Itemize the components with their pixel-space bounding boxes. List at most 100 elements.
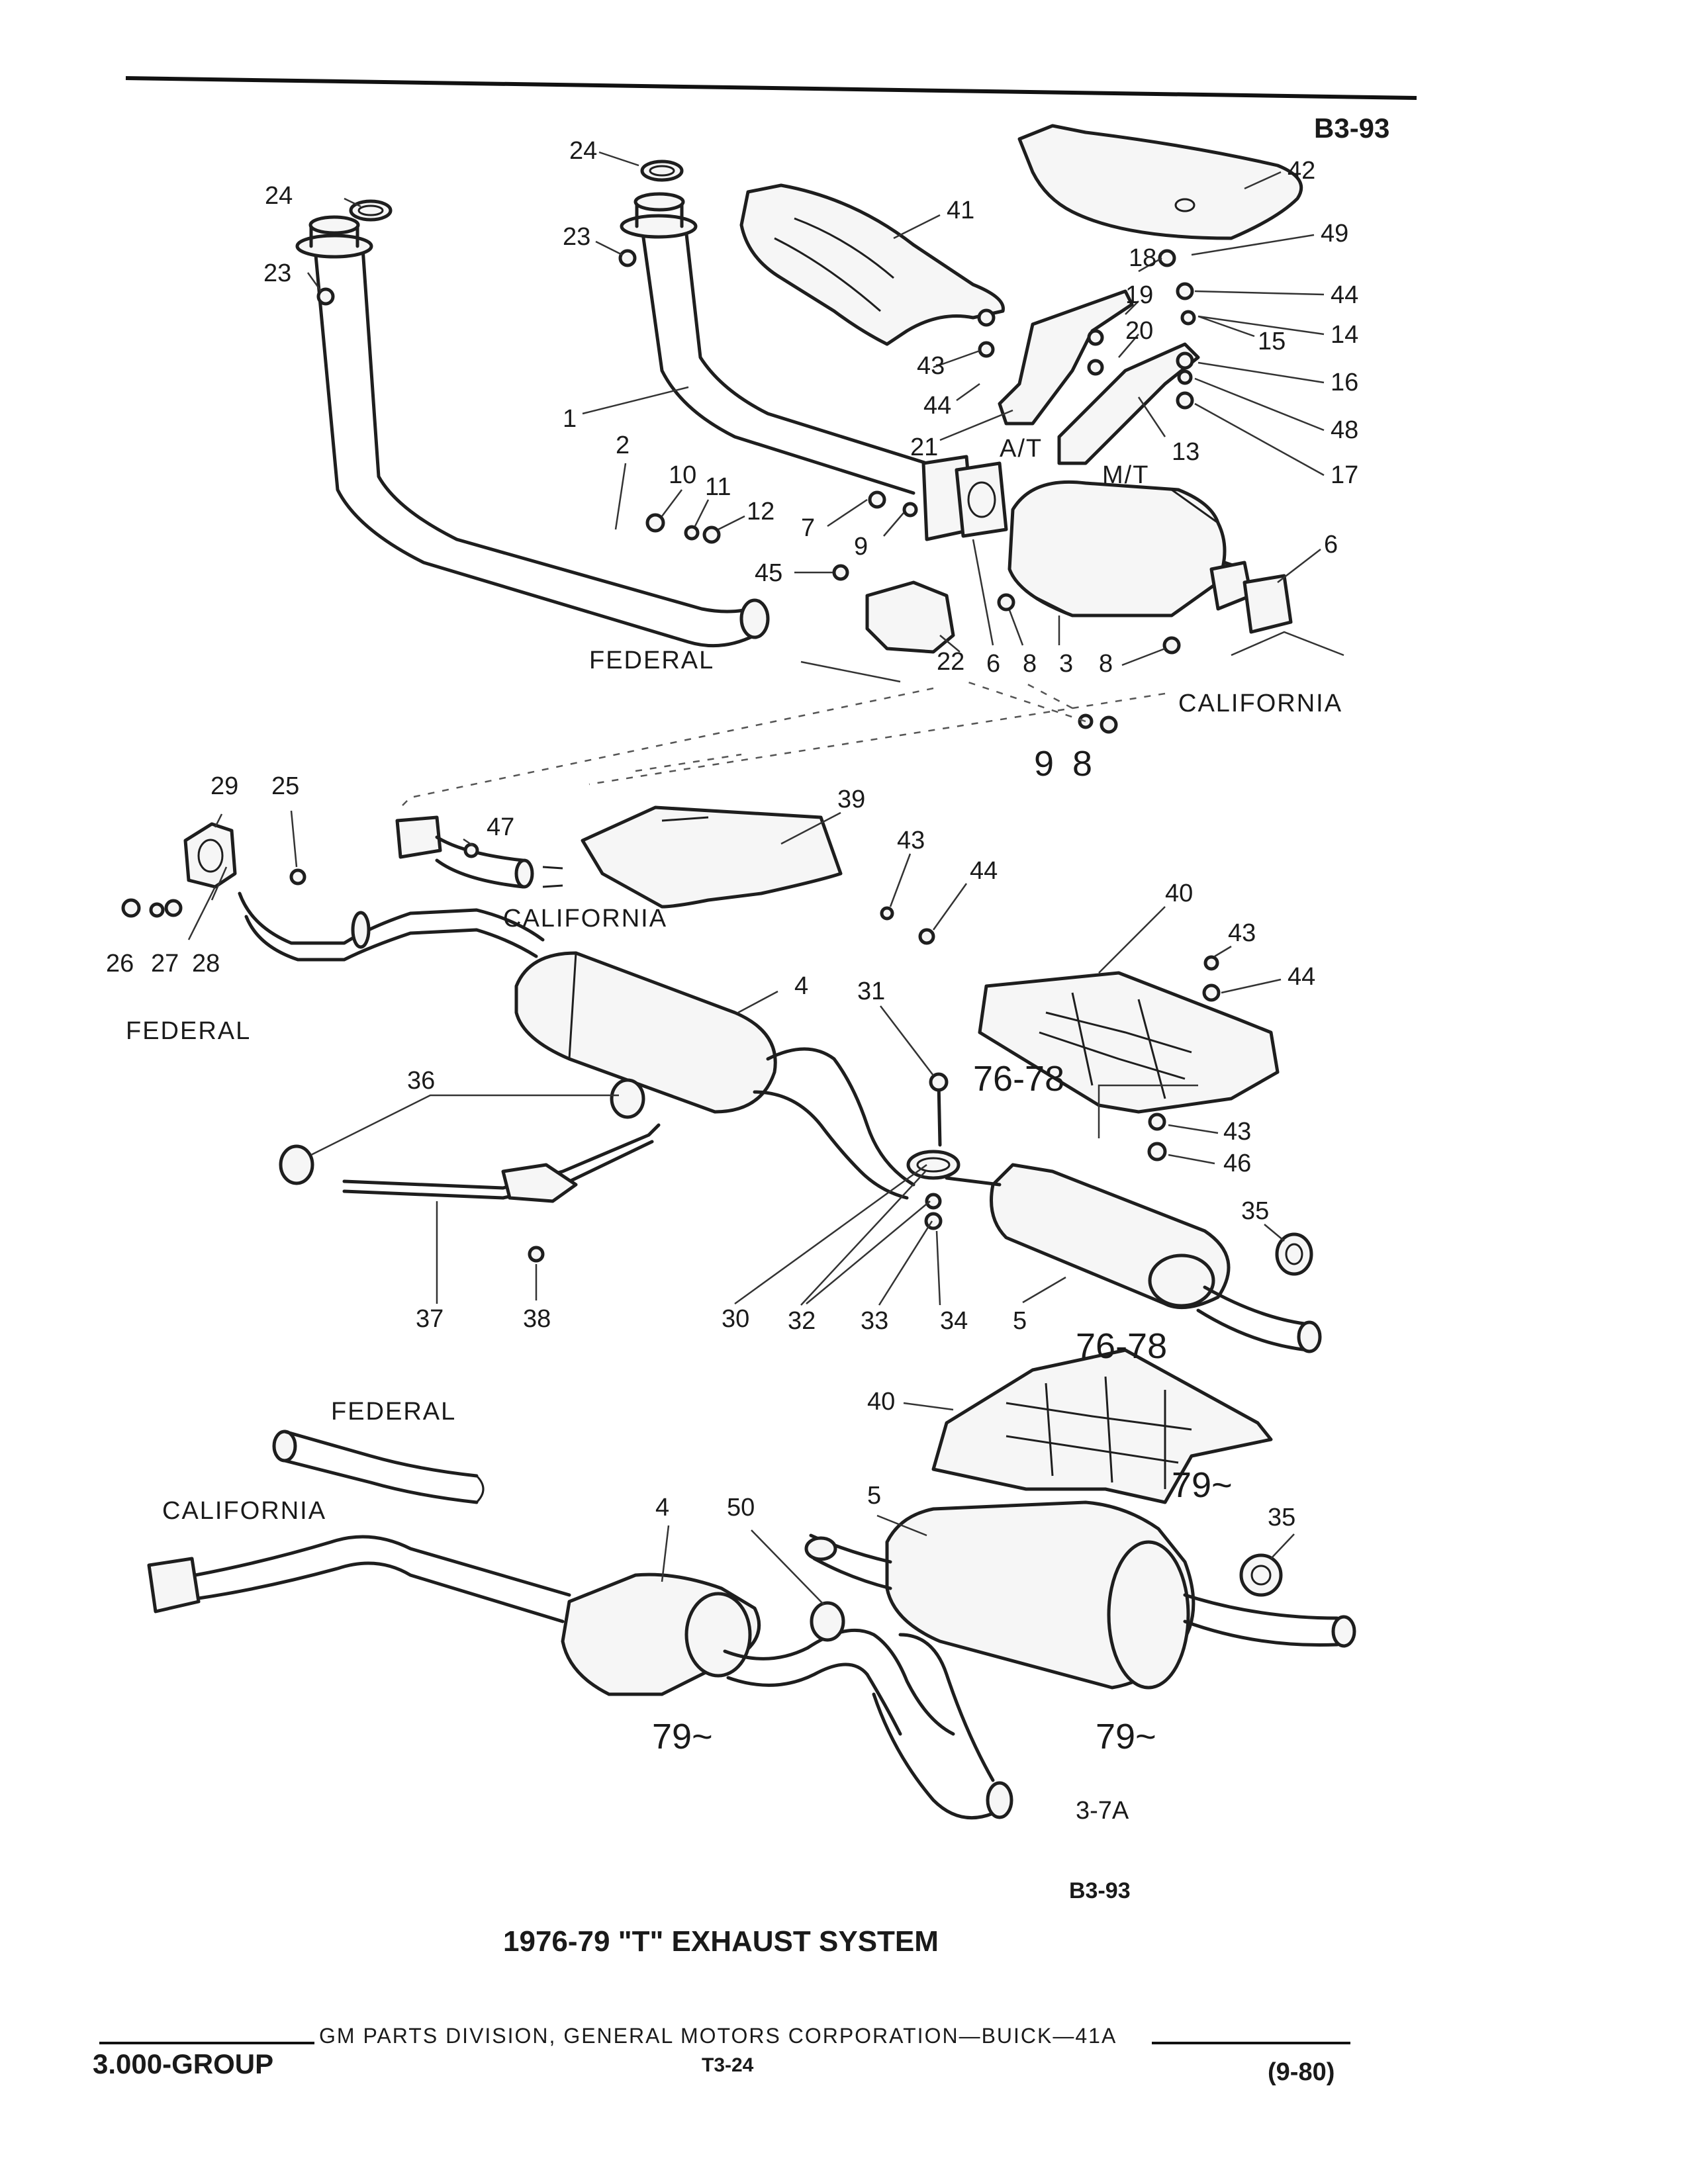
hardware-stack-14-17	[977, 249, 1196, 410]
gasket-6-right	[1243, 574, 1293, 634]
bolt-7	[868, 490, 886, 509]
callout: 44	[1288, 963, 1315, 991]
shield-22	[865, 580, 955, 654]
washer-9	[902, 502, 918, 518]
footer-date: (9-80)	[1268, 2058, 1335, 2086]
callout: 42	[1288, 157, 1315, 185]
callout: 43	[1228, 919, 1256, 947]
callout: 9	[854, 533, 868, 561]
label-california-bottom: CALIFORNIA	[162, 1497, 326, 1525]
flange-plates	[921, 455, 1008, 541]
exhaust-pipe-2	[295, 215, 770, 648]
muffler-5-bottom	[804, 1500, 1356, 1690]
hanger-35-top	[1275, 1232, 1313, 1276]
callout: 49	[1321, 220, 1348, 248]
label-federal-bottom: FEDERAL	[331, 1398, 456, 1426]
callout: 43	[1223, 1118, 1251, 1146]
nut-12	[702, 525, 721, 544]
callout: 33	[861, 1307, 888, 1335]
callout: 79~	[1096, 1717, 1156, 1756]
bolt-38	[528, 1246, 545, 1263]
front-pipe-federal-bottom	[272, 1430, 485, 1504]
label-federal-top: FEDERAL	[589, 647, 714, 674]
callout: 30	[722, 1305, 749, 1333]
washer-43-b	[880, 906, 894, 921]
callout: 3	[1059, 650, 1073, 678]
washer-43-d	[1148, 1113, 1166, 1131]
callout: 25	[271, 772, 299, 800]
front-pipe-federal	[238, 891, 545, 962]
callout: 28	[192, 950, 220, 978]
callout: 9	[1034, 744, 1054, 784]
callout: 10	[669, 461, 696, 489]
bolt-44-c	[918, 928, 935, 945]
callout: 18	[1129, 244, 1156, 272]
callout: 14	[1331, 321, 1358, 349]
callout: 38	[523, 1305, 551, 1333]
gasket-24-right	[640, 159, 684, 182]
footer-rule-left	[99, 2042, 314, 2044]
nut-23-left	[316, 287, 335, 306]
clamp-30	[906, 1072, 961, 1230]
callout: 29	[211, 772, 238, 800]
callout: 6	[986, 650, 1000, 678]
washer-43-c	[1203, 955, 1219, 971]
top-leaders	[306, 151, 1344, 723]
callout: 8	[1099, 650, 1113, 678]
exhaust-pipe-1	[620, 192, 929, 495]
callout: 23	[563, 223, 590, 251]
top-rule	[125, 76, 1417, 100]
callout: 35	[1268, 1504, 1295, 1531]
callout: 43	[917, 352, 945, 380]
callout: 47	[487, 813, 514, 841]
callout: 27	[151, 950, 179, 978]
callout: 7	[801, 514, 815, 542]
callout: 39	[837, 786, 865, 813]
callouts-bottom: 40 79~ 4 50 5 35 79~ 79~	[652, 1388, 1295, 1756]
callout: 13	[1172, 438, 1199, 466]
callout: 35	[1241, 1197, 1269, 1225]
footer-page-code: T3-24	[702, 2054, 754, 2076]
front-pipe-california	[395, 815, 563, 889]
callout: 44	[923, 392, 951, 420]
callout: 5	[867, 1482, 881, 1510]
heat-shield-40-top	[978, 971, 1280, 1114]
footer-group: 3.000-GROUP	[93, 2048, 274, 2079]
callout: 76-78	[973, 1059, 1064, 1099]
callout: 36	[407, 1067, 435, 1095]
bracket-13-mt	[1057, 342, 1200, 465]
label-at: A/T	[1000, 435, 1043, 463]
connection-lines	[397, 687, 1166, 811]
callout: 23	[263, 259, 291, 287]
bracket-21-at	[998, 289, 1134, 426]
label-federal-mid: FEDERAL	[126, 1017, 251, 1045]
callout: 48	[1331, 416, 1358, 444]
callout: 46	[1223, 1150, 1251, 1177]
callout: 37	[416, 1305, 444, 1333]
footer-publisher: GM PARTS DIVISION, GENERAL MOTORS CORPOR…	[319, 2024, 1117, 2048]
spring-28	[164, 899, 183, 917]
label-california-mid: CALIFORNIA	[503, 905, 667, 933]
callout: 45	[755, 559, 782, 587]
callout: 1	[563, 405, 577, 433]
callout: 76-78	[1076, 1326, 1167, 1366]
nut-8-c	[1100, 715, 1118, 734]
callout: 24	[569, 137, 597, 165]
callout: 5	[1013, 1307, 1027, 1335]
callout: 15	[1258, 328, 1286, 355]
nut-26	[121, 898, 141, 918]
nut-23-right	[618, 249, 637, 267]
hanger-bracket-37	[342, 1123, 661, 1203]
front-pipe-california-bottom	[147, 1535, 571, 1623]
callout: 43	[897, 827, 925, 854]
page-code-bottom: B3-93	[1069, 1878, 1131, 1903]
bottom-leaders	[661, 1402, 1295, 1606]
callout: 4	[794, 972, 808, 1000]
callout: 79~	[652, 1717, 713, 1756]
callout: 41	[947, 197, 974, 224]
callout: 44	[1331, 281, 1358, 309]
hangers-36	[279, 1078, 645, 1185]
callout: 22	[937, 648, 964, 676]
nut-8-a	[997, 593, 1015, 612]
